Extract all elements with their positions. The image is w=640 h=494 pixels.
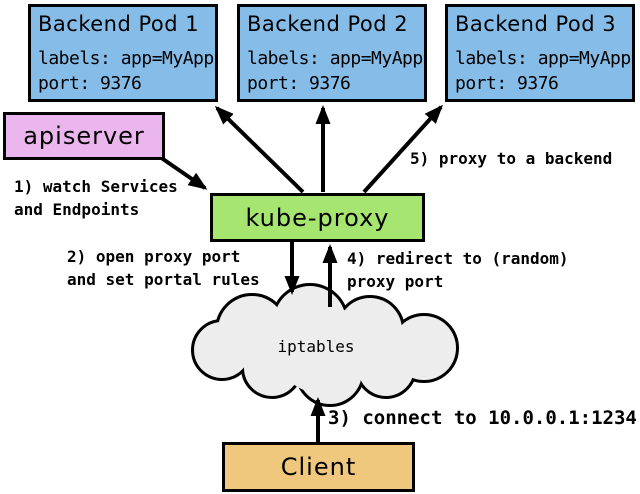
- annotation-step1: 1) watch Services and Endpoints: [14, 175, 178, 221]
- backend-pod-1-labels: labels: app=MyApp: [38, 48, 214, 69]
- backend-pod-2-title: Backend Pod 2: [247, 12, 409, 36]
- backend-pod-2-box: Backend Pod 2 labels: app=MyApp port: 93…: [237, 4, 427, 102]
- backend-pod-1-title: Backend Pod 1: [38, 12, 200, 36]
- iptables-cloud: [191, 283, 459, 407]
- arrow-kube-proxy-to-pod1: [214, 105, 305, 194]
- apiserver-box: apiserver: [3, 112, 165, 160]
- backend-pod-3-port: port: 9376: [455, 73, 559, 94]
- kube-proxy-title: kube-proxy: [245, 203, 390, 232]
- client-box: Client: [222, 442, 415, 492]
- arrow-kube-proxy-to-pod3: [362, 104, 444, 194]
- annotation-step1-line1: 1) watch Services: [14, 177, 178, 196]
- annotation-step1-line2: and Endpoints: [14, 200, 140, 219]
- backend-pod-2-labels: labels: app=MyApp: [247, 48, 423, 69]
- arrow-apiserver-to-kube-proxy: [158, 155, 208, 190]
- backend-pod-1-port: port: 9376: [38, 73, 142, 94]
- backend-pod-1-box: Backend Pod 1 labels: app=MyApp port: 93…: [28, 4, 218, 102]
- client-title: Client: [280, 453, 357, 481]
- annotation-step4-line1: 4) redirect to (random): [347, 249, 569, 268]
- annotation-step2: 2) open proxy port and set portal rules: [67, 245, 260, 291]
- iptables-cloud-label: iptables: [277, 337, 355, 356]
- annotation-step4: 4) redirect to (random) proxy port: [347, 247, 569, 293]
- backend-pod-3-box: Backend Pod 3 labels: app=MyApp port: 93…: [445, 4, 635, 102]
- backend-pod-3-title: Backend Pod 3: [455, 12, 617, 36]
- annotation-step4-line2: proxy port: [347, 272, 444, 291]
- backend-pod-2-port: port: 9376: [247, 73, 351, 94]
- annotation-step2-line2: and set portal rules: [67, 270, 260, 289]
- annotation-step2-line1: 2) open proxy port: [67, 247, 241, 266]
- kube-proxy-box: kube-proxy: [210, 193, 425, 242]
- annotation-step3: 3) connect to 10.0.0.1:1234: [328, 407, 637, 429]
- backend-pod-3-labels: labels: app=MyApp: [455, 48, 631, 69]
- annotation-step5: 5) proxy to a backend: [410, 149, 613, 168]
- apiserver-title: apiserver: [23, 122, 145, 150]
